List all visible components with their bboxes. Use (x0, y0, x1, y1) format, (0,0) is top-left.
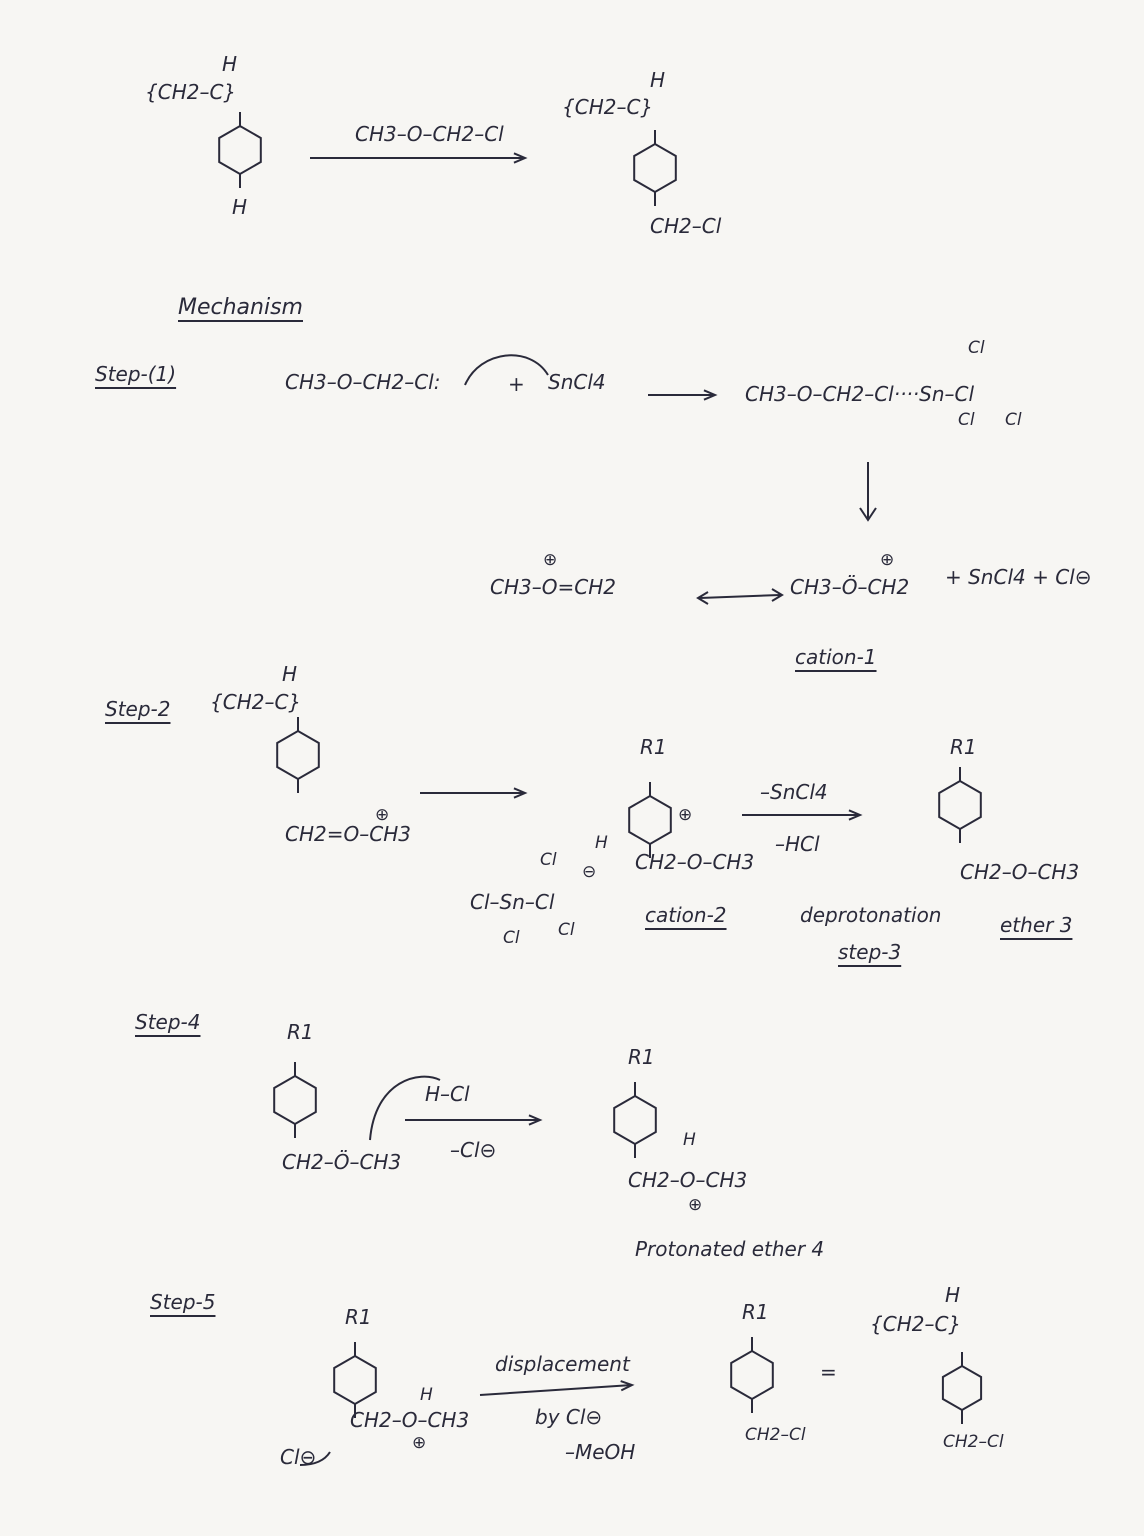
benzene-ring (273, 1074, 317, 1126)
charge: ⊕ (543, 550, 558, 570)
ether-substituent: CH2–O–CH3 (960, 860, 1080, 884)
byproducts: + SnCl4 + Cl⊖ (945, 565, 1092, 589)
cl-label: Cl (503, 928, 520, 948)
arrow-top-label: –SnCl4 (760, 780, 828, 804)
arrow-bottom-label: –Cl⊖ (450, 1138, 497, 1162)
benzene-ring (730, 1349, 774, 1401)
benzene-ring (333, 1354, 377, 1406)
cl-label: Cl (1005, 410, 1022, 430)
oxonium-substituent: CH2–O–CH3 (350, 1408, 470, 1432)
h-label: H (595, 833, 608, 853)
h-label: H (222, 52, 238, 76)
curved-arrow (299, 1451, 331, 1466)
charge: ⊕ (412, 1433, 427, 1453)
chloride-nucleophile: Cl⊖ (280, 1445, 317, 1469)
arrow-bottom-label: –HCl (775, 832, 820, 856)
ether-substituent: CH2–Ö–CH3 (282, 1150, 402, 1174)
benzene-ring (941, 1364, 983, 1412)
methanol-loss: –MeOH (565, 1440, 636, 1464)
polymer-chain: {CH2–C} (562, 95, 654, 119)
sncl4: SnCl4 (548, 370, 606, 394)
chloromethyl-label: CH2–Cl (943, 1432, 1004, 1452)
charge: ⊕ (375, 805, 390, 825)
cl-label: Cl (968, 338, 985, 358)
mechanism-title: Mechanism (178, 295, 303, 320)
arrow-head (528, 1114, 543, 1126)
reagent-label: CH3–O–CH2–Cl (355, 122, 504, 146)
resonance-arrow (696, 588, 784, 605)
r1-label: R1 (628, 1045, 655, 1069)
reaction-arrow (479, 1384, 633, 1396)
complex: CH3–O–CH2–Cl····Sn–Cl (745, 382, 975, 406)
h-label: H (282, 662, 298, 686)
charge: ⊕ (688, 1195, 703, 1215)
r1-label: R1 (345, 1305, 372, 1329)
hcl-label: H–Cl (425, 1082, 470, 1106)
h-label: H (683, 1130, 696, 1150)
polymer-chain: {CH2–C} (210, 690, 302, 714)
oxocarbenium: CH3–O=CH2 (490, 575, 616, 599)
benzene-ring (276, 729, 320, 781)
sncl5-anion: Cl–Sn–Cl (470, 890, 555, 914)
step3-label: step-3 (838, 940, 902, 964)
cl-label: Cl (558, 920, 575, 940)
r1-label: R1 (287, 1020, 314, 1044)
charge: ⊖ (582, 862, 597, 882)
ether3-label: ether 3 (1000, 913, 1073, 937)
step2-label: Step-2 (105, 697, 171, 721)
substituent-label: CH2–Cl (650, 214, 722, 238)
r1-label: R1 (950, 735, 977, 759)
h-label: H (945, 1283, 961, 1307)
arrow-head (703, 389, 718, 401)
sigma-substituent: CH2–O–CH3 (635, 850, 755, 874)
chloromethyl-ether: CH3–O–CH2–Cl: (285, 370, 441, 394)
polymer-chain: {CH2–C} (145, 80, 237, 104)
h-label: H (420, 1385, 433, 1405)
protonated-ether-label: Protonated ether 4 (635, 1237, 825, 1261)
curved-arrow (464, 354, 549, 386)
cl-label: Cl (958, 410, 975, 430)
benzene-ring (628, 794, 672, 846)
arrow-bottom-label: by Cl⊖ (535, 1405, 603, 1429)
arrow-head (513, 152, 528, 164)
arrow-head (620, 1380, 635, 1392)
arrow-top-label: displacement (495, 1352, 630, 1376)
r1-label: R1 (742, 1300, 769, 1324)
oxonium-substituent: CH2–O–CH3 (628, 1168, 748, 1192)
h-label: H (650, 68, 666, 92)
arrow-head (848, 809, 863, 821)
electrophile: CH2=O–CH3 (285, 822, 411, 846)
cation1-label: cation-1 (795, 645, 877, 669)
benzene-ring (218, 124, 262, 176)
benzene-ring (613, 1094, 657, 1146)
equals: = (820, 1360, 837, 1384)
cl-label: Cl (540, 850, 557, 870)
chloromethyl-label: CH2–Cl (745, 1425, 806, 1445)
polymer-chain: {CH2–C} (870, 1312, 962, 1336)
cation2-label: cation-2 (645, 903, 727, 927)
r1-label: R1 (640, 735, 667, 759)
charge: ⊕ (880, 550, 895, 570)
arrow-head (859, 507, 877, 522)
benzene-ring (938, 779, 982, 831)
cation-structure: CH3–Ö–CH2 (790, 575, 910, 599)
arrow-head (513, 787, 528, 799)
benzene-ring (633, 142, 677, 194)
step4-label: Step-4 (135, 1010, 201, 1034)
charge: ⊕ (678, 805, 693, 825)
step5-label: Step-5 (150, 1290, 216, 1314)
curved-arrow (369, 1075, 441, 1141)
deprotonation-label: deprotonation (800, 903, 942, 927)
step1-label: Step-(1) (95, 362, 177, 386)
h-label: H (232, 195, 248, 219)
plus: + (508, 372, 525, 396)
